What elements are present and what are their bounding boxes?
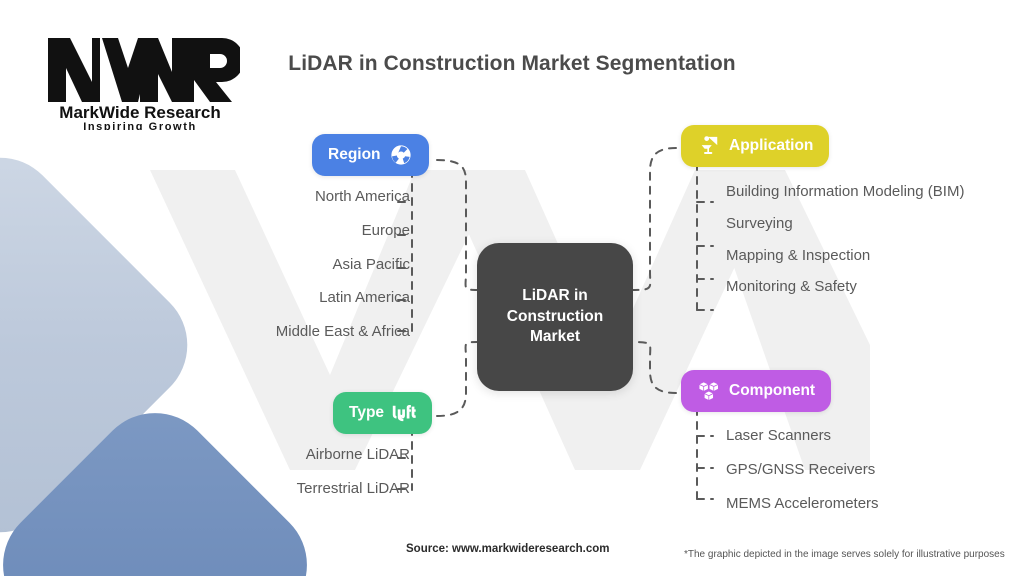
badge-type[interactable]: Type bbox=[333, 392, 433, 434]
badge-component-label: Component bbox=[729, 382, 816, 399]
list-item: Airborne LiDAR bbox=[305, 446, 410, 463]
logo-company-name: MarkWide Research bbox=[59, 103, 220, 122]
list-item: Mapping & Inspection bbox=[726, 246, 871, 264]
crane-icon bbox=[697, 134, 721, 158]
badge-application-label: Application bbox=[729, 137, 814, 154]
list-type: Airborne LiDAR Terrestrial LiDAR bbox=[160, 444, 410, 500]
globe-icon bbox=[389, 143, 413, 167]
badge-type-label: Type bbox=[349, 404, 385, 421]
logo-tagline: Inspiring Growth bbox=[83, 121, 197, 130]
brand-logo: MarkWide Research Inspiring Growth bbox=[48, 38, 240, 130]
list-item: Latin America bbox=[319, 289, 410, 307]
connector-type bbox=[436, 341, 478, 417]
list-item: Surveying bbox=[726, 214, 793, 232]
list-item: MEMS Accelerometers bbox=[726, 494, 879, 512]
leaf-ticks-application bbox=[696, 201, 714, 311]
list-region: North America Europe Asia Pacific Latin … bbox=[140, 186, 410, 343]
badge-application[interactable]: Application bbox=[681, 125, 830, 167]
leaf-ticks-component bbox=[696, 435, 714, 500]
lyft-wordmark-icon bbox=[392, 401, 416, 425]
page-title: LiDAR in Construction Market Segmentatio… bbox=[288, 52, 736, 75]
list-component: Laser Scanners GPS/GNSS Receivers MEMS A… bbox=[726, 425, 1008, 514]
list-application: Building Information Modeling (BIM) Surv… bbox=[726, 181, 1008, 298]
badge-region[interactable]: Region bbox=[312, 134, 429, 176]
list-item: Building Information Modeling (BIM) bbox=[726, 183, 965, 200]
list-item: Monitoring & Safety bbox=[726, 278, 857, 296]
boxes-icon bbox=[697, 379, 721, 403]
connector-component bbox=[632, 341, 677, 394]
badge-region-label: Region bbox=[328, 146, 381, 163]
list-item: Terrestrial LiDAR bbox=[296, 479, 410, 497]
badge-component[interactable]: Component bbox=[681, 370, 832, 412]
disclaimer-text: *The graphic depicted in the image serve… bbox=[684, 549, 1005, 560]
connector-application bbox=[632, 147, 677, 291]
list-item: Middle East & Africa bbox=[275, 323, 410, 340]
list-item: Europe bbox=[361, 221, 410, 239]
list-item: Asia Pacific bbox=[332, 255, 410, 273]
list-item: North America bbox=[314, 188, 410, 205]
connector-region bbox=[436, 159, 478, 291]
list-item: GPS/GNSS Receivers bbox=[726, 460, 876, 478]
list-item: Laser Scanners bbox=[726, 427, 832, 444]
source-text: Source: www.markwideresearch.com bbox=[406, 543, 610, 555]
